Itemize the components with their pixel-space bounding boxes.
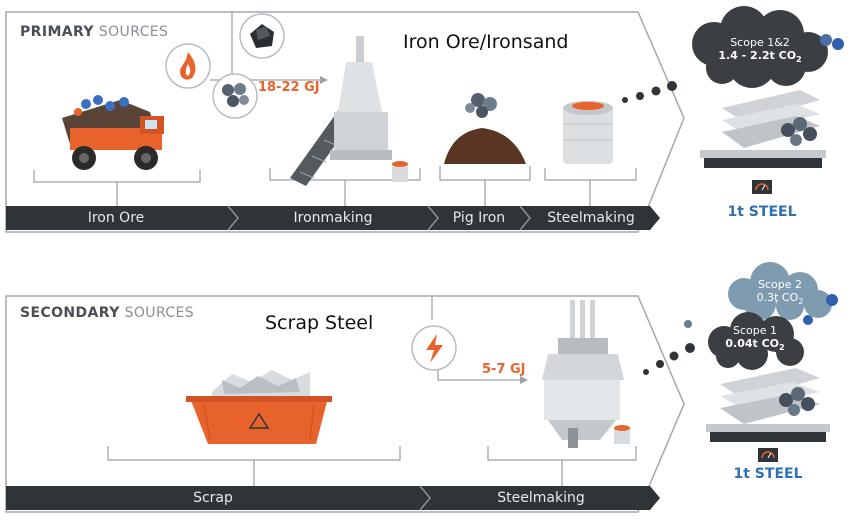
primary-title: Iron Ore/Ironsand: [403, 31, 569, 53]
stage-ironmaking: Ironmaking: [293, 210, 373, 226]
primary-stage-bar: [6, 206, 660, 230]
secondary-header-rest: SOURCES: [119, 305, 195, 321]
scope2-emission-cloud: [728, 262, 838, 325]
secondary-header: SECONDARY SOURCES: [20, 305, 194, 321]
secondary-energy-label: 5-7 GJ: [482, 362, 526, 377]
primary-brackets: [33, 166, 637, 206]
secondary-header-bold: SECONDARY: [20, 305, 120, 321]
primary-emission-value: 1.4 - 2.2t CO: [718, 49, 797, 62]
secondary-frame: [5, 295, 685, 513]
primary-header-rest: SOURCES: [93, 24, 169, 40]
primary-header-bold: PRIMARY: [20, 24, 94, 40]
secondary-stage-bar: [6, 486, 660, 510]
secondary-brackets: [107, 446, 637, 486]
scope1-text: Scope 1 0.04t CO2: [716, 324, 794, 352]
flame-icon: [165, 43, 211, 89]
scope1-value-line: 0.04t CO2: [716, 337, 794, 352]
scope1-emission-cloud: [708, 312, 804, 370]
primary-emission-scope: Scope 1&2: [730, 36, 790, 49]
steel-ladle-icon: [563, 101, 613, 164]
secondary-title: Scrap Steel: [265, 312, 374, 334]
primary-energy-label: 18-22 GJ: [258, 80, 320, 95]
scope1-sub: 2: [779, 343, 785, 353]
scope1-label: Scope 1: [732, 324, 777, 337]
scope2-text: Scope 2 0.3t CO2: [738, 278, 822, 306]
primary-emission-sub: 2: [796, 55, 802, 65]
stage-pig-iron: Pig Iron: [452, 210, 506, 226]
primary-emission-cloud: [692, 6, 844, 88]
stage-scrap: Scrap: [193, 490, 233, 506]
haul-truck-icon: [62, 95, 164, 170]
pig-iron-icon: [444, 93, 526, 164]
electric-arc-furnace-icon: [542, 300, 630, 448]
scope2-value: 0.3t CO: [756, 291, 799, 304]
blast-furnace-icon: [290, 36, 408, 186]
scope2-value-line: 0.3t CO2: [738, 291, 822, 306]
secondary-energy-connector: [431, 296, 520, 381]
scope1-value: 0.04t CO: [725, 337, 780, 350]
primary-emission-value-line: 1.4 - 2.2t CO2: [712, 49, 808, 64]
stage-steelmaking-primary: Steelmaking: [547, 210, 635, 226]
primary-smoke-dots: [622, 81, 677, 103]
primary-scale-gauge-icon: [752, 180, 772, 194]
scrap-bin-icon: [186, 370, 332, 444]
stage-steelmaking-secondary: Steelmaking: [497, 490, 585, 506]
primary-steel-product-icon: [700, 90, 826, 168]
primary-header: PRIMARY SOURCES: [20, 24, 168, 40]
secondary-output-label: 1t STEEL: [733, 466, 803, 482]
secondary-scale-gauge-icon: [758, 448, 778, 462]
primary-output-label: 1t STEEL: [727, 204, 797, 220]
stage-iron-ore: Iron Ore: [87, 210, 145, 226]
lightning-icon: [411, 325, 457, 371]
pellets-icon: [212, 73, 258, 119]
secondary-steel-product-icon: [706, 368, 830, 442]
coal-icon: [239, 13, 285, 59]
scope2-label: Scope 2: [757, 278, 802, 291]
scope2-sub: 2: [798, 297, 804, 307]
primary-emission-text: Scope 1&2 1.4 - 2.2t CO2: [712, 36, 808, 64]
secondary-smoke-dots: [643, 320, 695, 375]
